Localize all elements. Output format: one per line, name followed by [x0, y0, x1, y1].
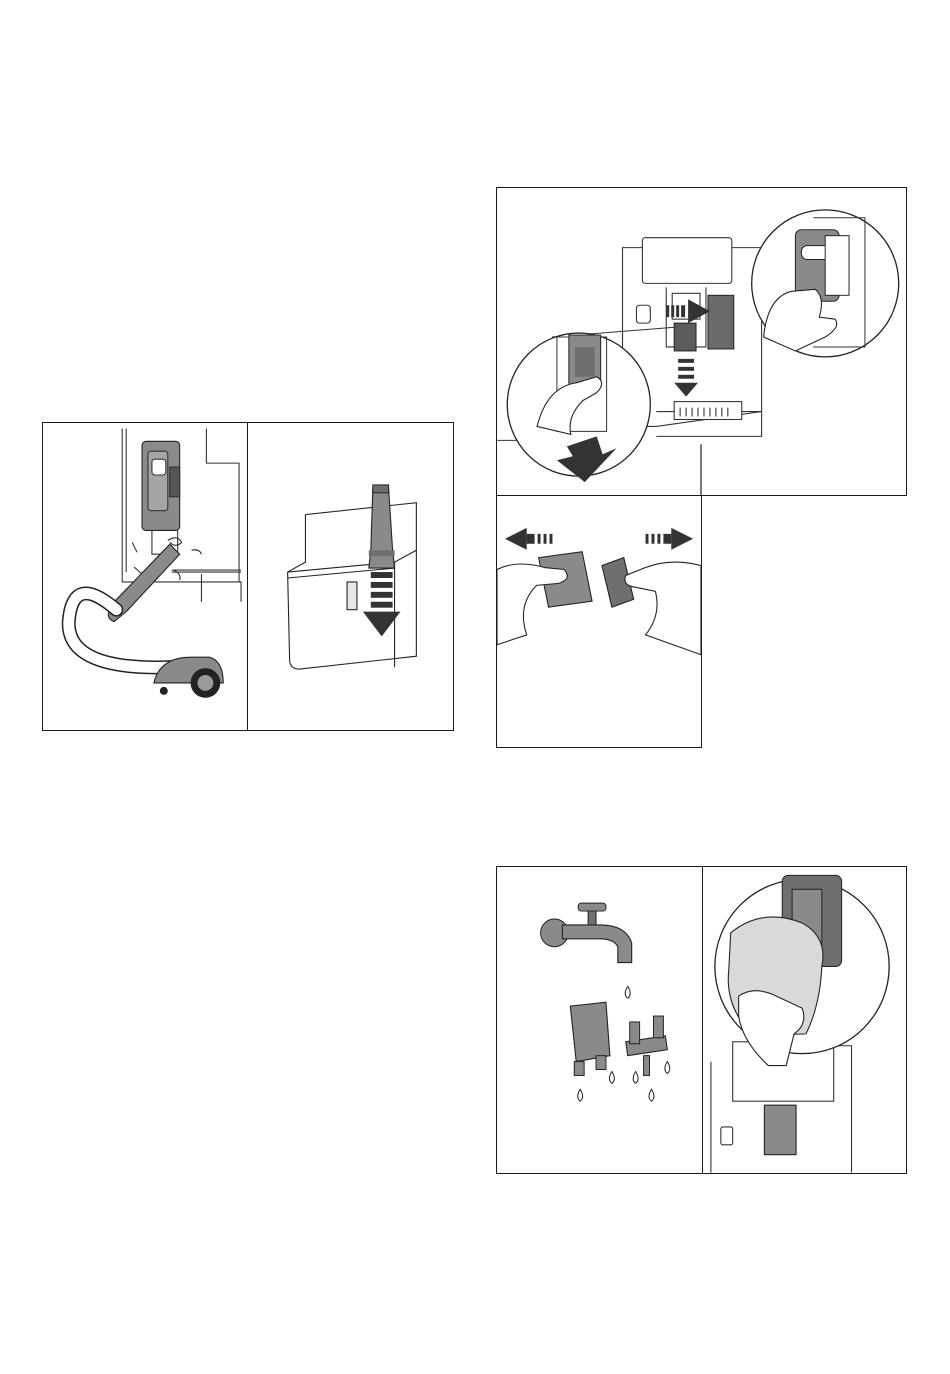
figure-separate-parts: [496, 495, 702, 748]
vacuum-cleaner-icon: [69, 544, 224, 697]
right-arrow-icon: [646, 528, 694, 550]
figure-water-tank-filter: [247, 422, 454, 731]
vacuum-illustration: [43, 423, 247, 730]
remove-assembly-illustration: [497, 188, 906, 495]
hand-icon: [497, 552, 701, 655]
figure-rinse-under-tap: [496, 866, 703, 1174]
separate-parts-illustration: [497, 496, 701, 747]
rinse-illustration: [497, 867, 702, 1173]
filter-icon: [369, 485, 395, 568]
figure-remove-infuser-assembly: [496, 187, 907, 496]
filter-icon: [570, 1002, 667, 1075]
water-tank-illustration: [248, 423, 453, 730]
figure-wipe-with-cloth: [702, 866, 907, 1174]
down-arrow-icon: [674, 359, 698, 397]
wipe-illustration: [703, 867, 906, 1173]
left-arrow-icon: [505, 528, 553, 550]
water-tank-icon: [288, 503, 417, 669]
tap-icon: [541, 903, 632, 962]
figure-vacuum-cleaning: [42, 422, 248, 731]
